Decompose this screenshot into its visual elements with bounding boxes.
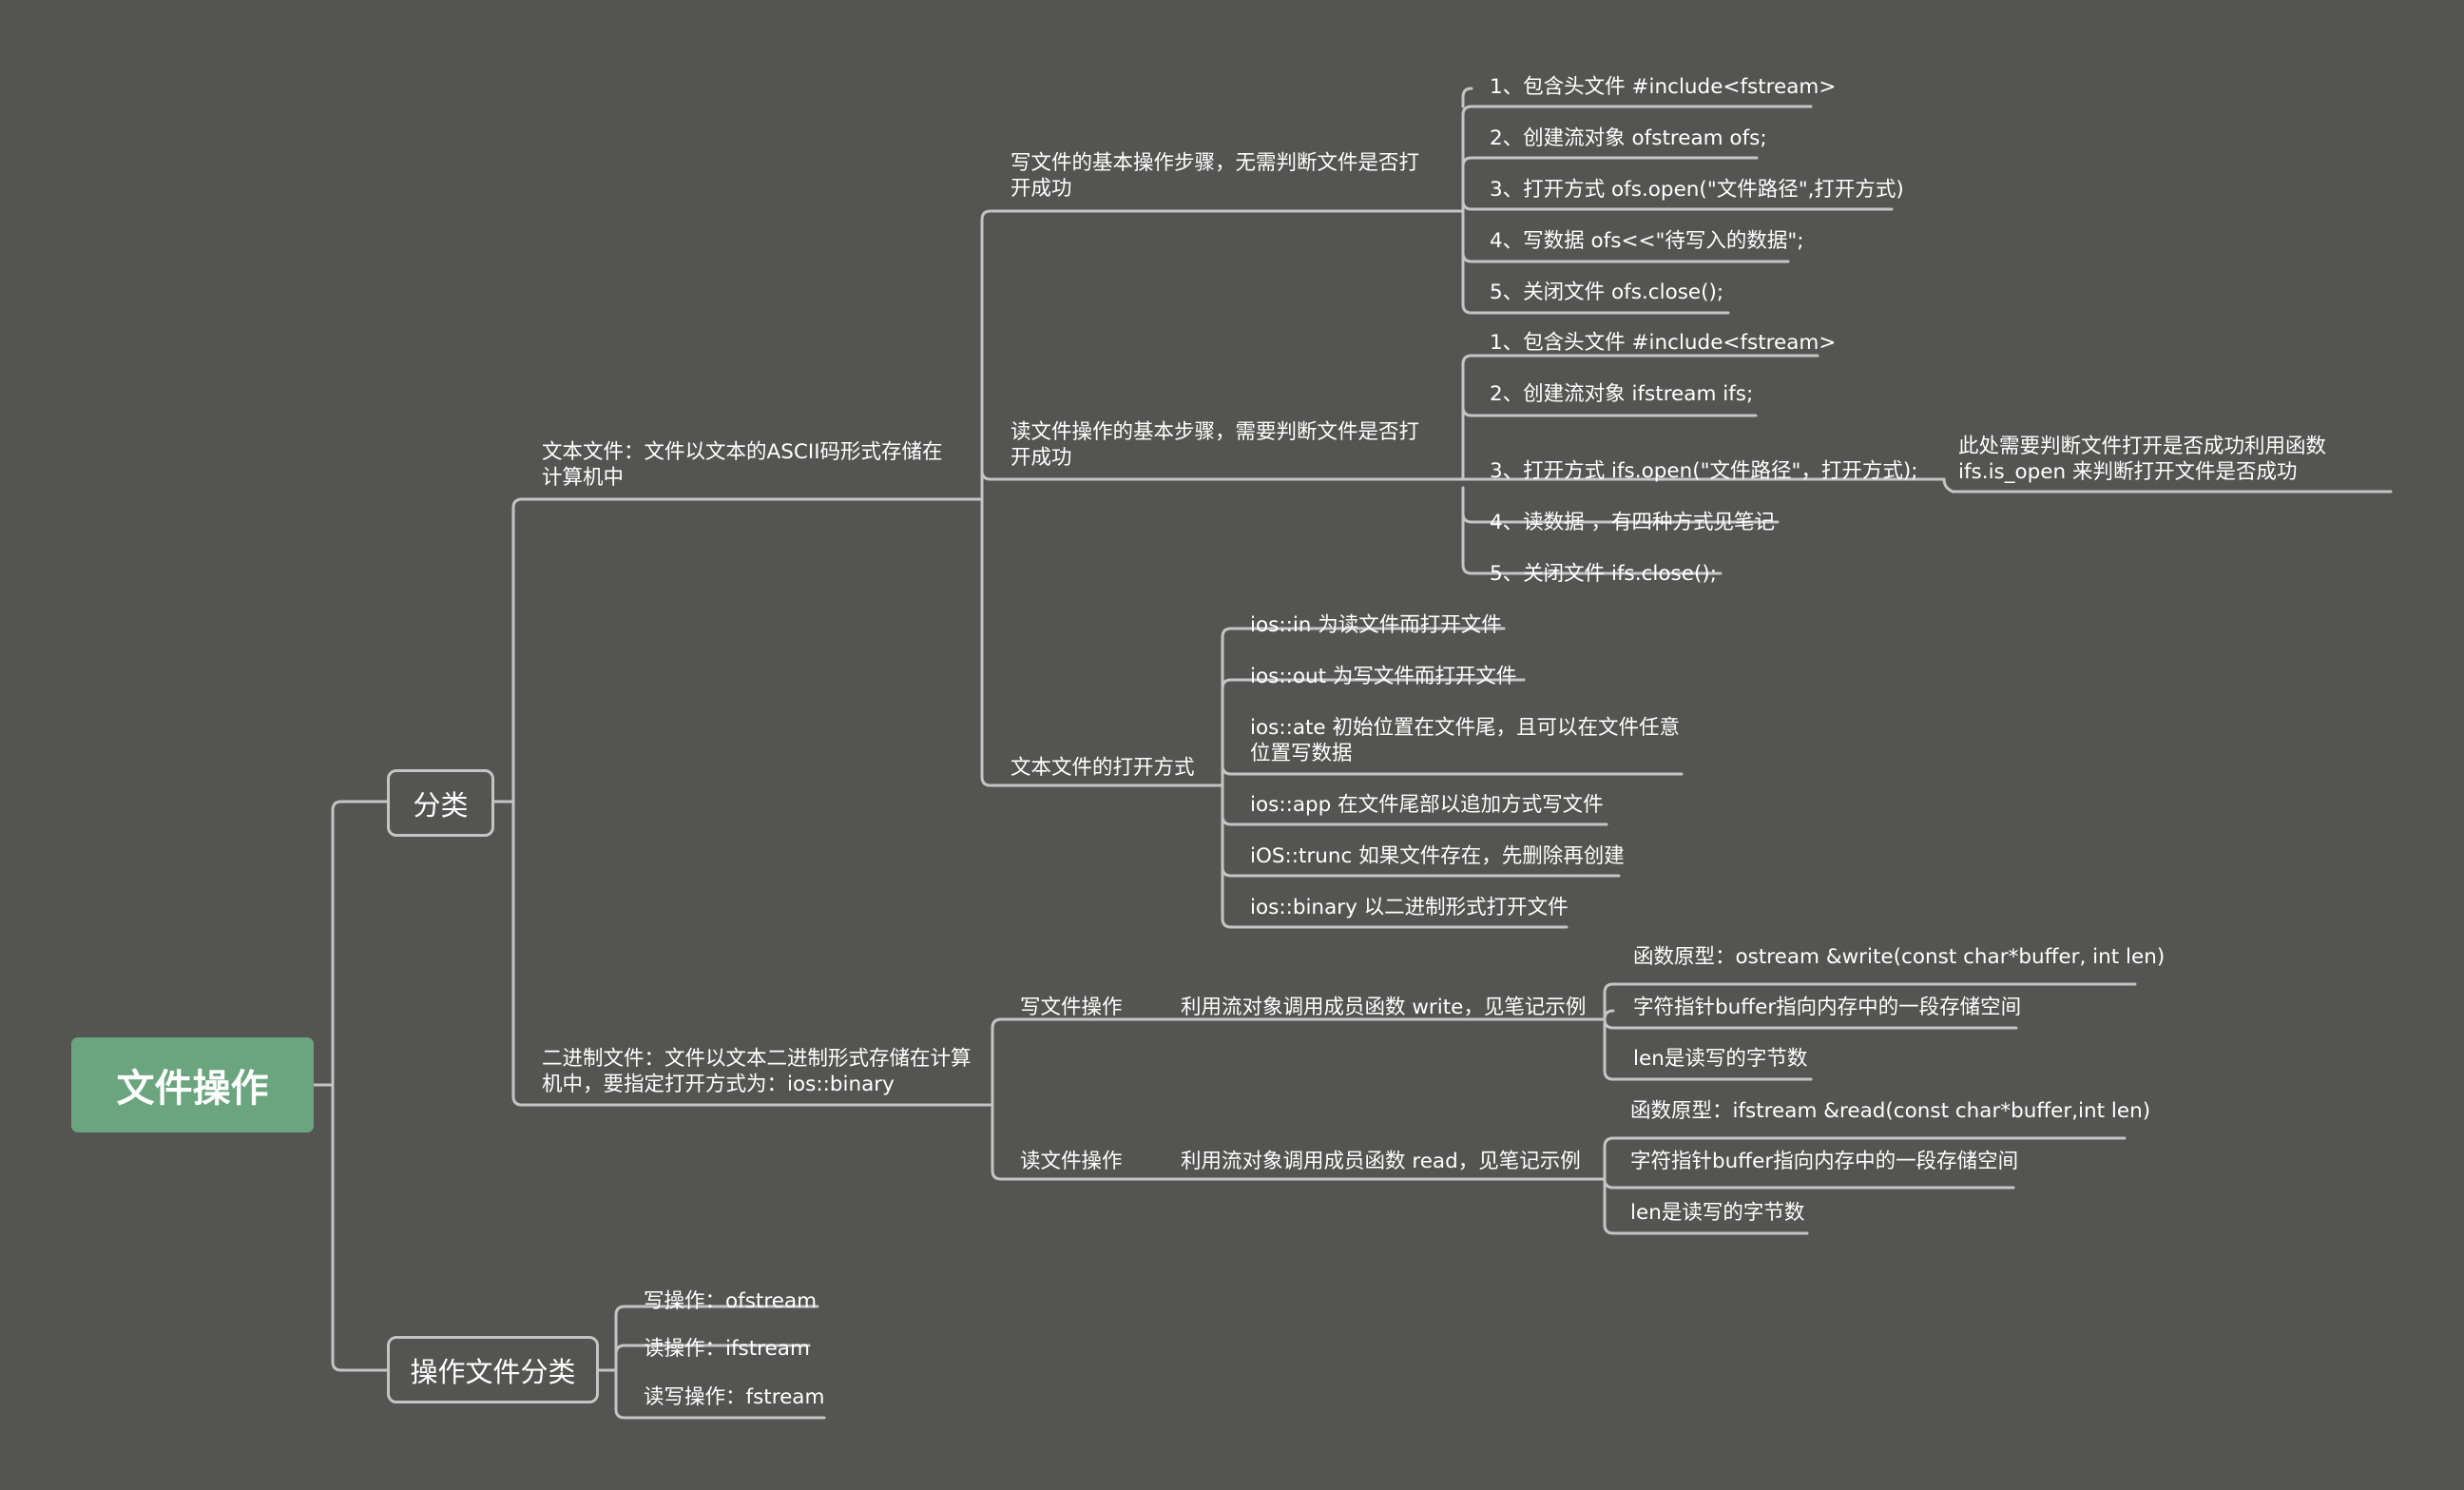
open-mode-item[interactable]: ios::ate 初始位置在文件尾，且可以在文件任意位置写数据 bbox=[1250, 716, 1680, 765]
write-step-item[interactable]: 1、包含头文件 #include<fstream> bbox=[1490, 75, 1837, 99]
read-step-item[interactable]: 2、创建流对象 ifstream ifs; bbox=[1490, 382, 1754, 406]
write-op-node[interactable]: 写文件操作 bbox=[1020, 996, 1123, 1019]
open-mode-item[interactable]: ios::binary 以二进制形式打开文件 bbox=[1250, 896, 1569, 919]
write-step-item[interactable]: 2、创建流对象 ofstream ofs; bbox=[1490, 126, 1767, 150]
read-step-item[interactable]: 5、关闭文件 ifs.close(); bbox=[1490, 562, 1717, 586]
read-op-item[interactable]: 字符指针buffer指向内存中的一段存储空间 bbox=[1630, 1150, 2019, 1173]
category-node[interactable]: 分类 bbox=[387, 769, 494, 837]
read-op-desc[interactable]: 利用流对象调用成员函数 read，见笔记示例 bbox=[1181, 1150, 1581, 1173]
op-class-item[interactable]: 读操作：ifstream bbox=[644, 1337, 810, 1361]
write-op-item[interactable]: 函数原型：ostream &write(const char*buffer, i… bbox=[1633, 945, 2166, 969]
open-mode-item[interactable]: ios::app 在文件尾部以追加方式写文件 bbox=[1250, 793, 1604, 817]
write-steps-node[interactable]: 写文件的基本操作步骤，无需判断文件是否打开成功 bbox=[1011, 151, 1420, 201]
write-step-item[interactable]: 3、打开方式 ofs.open("文件路径",打开方式) bbox=[1490, 178, 1904, 202]
read-op-node[interactable]: 读文件操作 bbox=[1020, 1150, 1123, 1173]
write-op-item[interactable]: len是读写的字节数 bbox=[1633, 1047, 1808, 1071]
binary-file-node[interactable]: 二进制文件：文件以文本二进制形式存储在计算机中，要指定打开方式为：ios::bi… bbox=[542, 1047, 972, 1096]
read-steps-node[interactable]: 读文件操作的基本步骤，需要判断文件是否打开成功 bbox=[1011, 420, 1420, 470]
open-check-note[interactable]: 此处需要判断文件打开是否成功利用函数 ifs.is_open 来判断打开文件是否… bbox=[1958, 435, 2327, 484]
write-op-item[interactable]: 字符指针buffer指向内存中的一段存储空间 bbox=[1633, 996, 2022, 1019]
open-mode-item[interactable]: iOS::trunc 如果文件存在，先删除再创建 bbox=[1250, 844, 1625, 868]
op-class-item[interactable]: 读写操作：fstream bbox=[644, 1385, 825, 1409]
read-step-item[interactable]: 1、包含头文件 #include<fstream> bbox=[1490, 331, 1837, 355]
op-classes-node[interactable]: 操作文件分类 bbox=[387, 1336, 599, 1403]
open-modes-node[interactable]: 文本文件的打开方式 bbox=[1011, 756, 1195, 780]
open-mode-item[interactable]: ios::out 为写文件而打开文件 bbox=[1250, 665, 1517, 688]
open-mode-item[interactable]: ios::in 为读文件而打开文件 bbox=[1250, 613, 1502, 637]
read-step-item[interactable]: 3、打开方式 ifs.open("文件路径"，打开方式); bbox=[1490, 459, 1918, 483]
read-op-item[interactable]: 函数原型：ifstream &read(const char*buffer,in… bbox=[1630, 1099, 2151, 1123]
op-class-item[interactable]: 写操作：ofstream bbox=[644, 1289, 818, 1313]
root-node[interactable]: 文件操作 bbox=[71, 1037, 314, 1132]
read-op-item[interactable]: len是读写的字节数 bbox=[1630, 1201, 1805, 1225]
read-step-item[interactable]: 4、读数据 ，有四种方式见笔记 bbox=[1490, 511, 1776, 534]
write-step-item[interactable]: 4、写数据 ofs<<"待写入的数据"; bbox=[1490, 229, 1804, 253]
write-op-desc[interactable]: 利用流对象调用成员函数 write，见笔记示例 bbox=[1181, 996, 1587, 1019]
text-file-node[interactable]: 文本文件：文件以文本的ASCII码形式存储在计算机中 bbox=[542, 440, 943, 490]
write-step-item[interactable]: 5、关闭文件 ofs.close(); bbox=[1490, 281, 1724, 304]
